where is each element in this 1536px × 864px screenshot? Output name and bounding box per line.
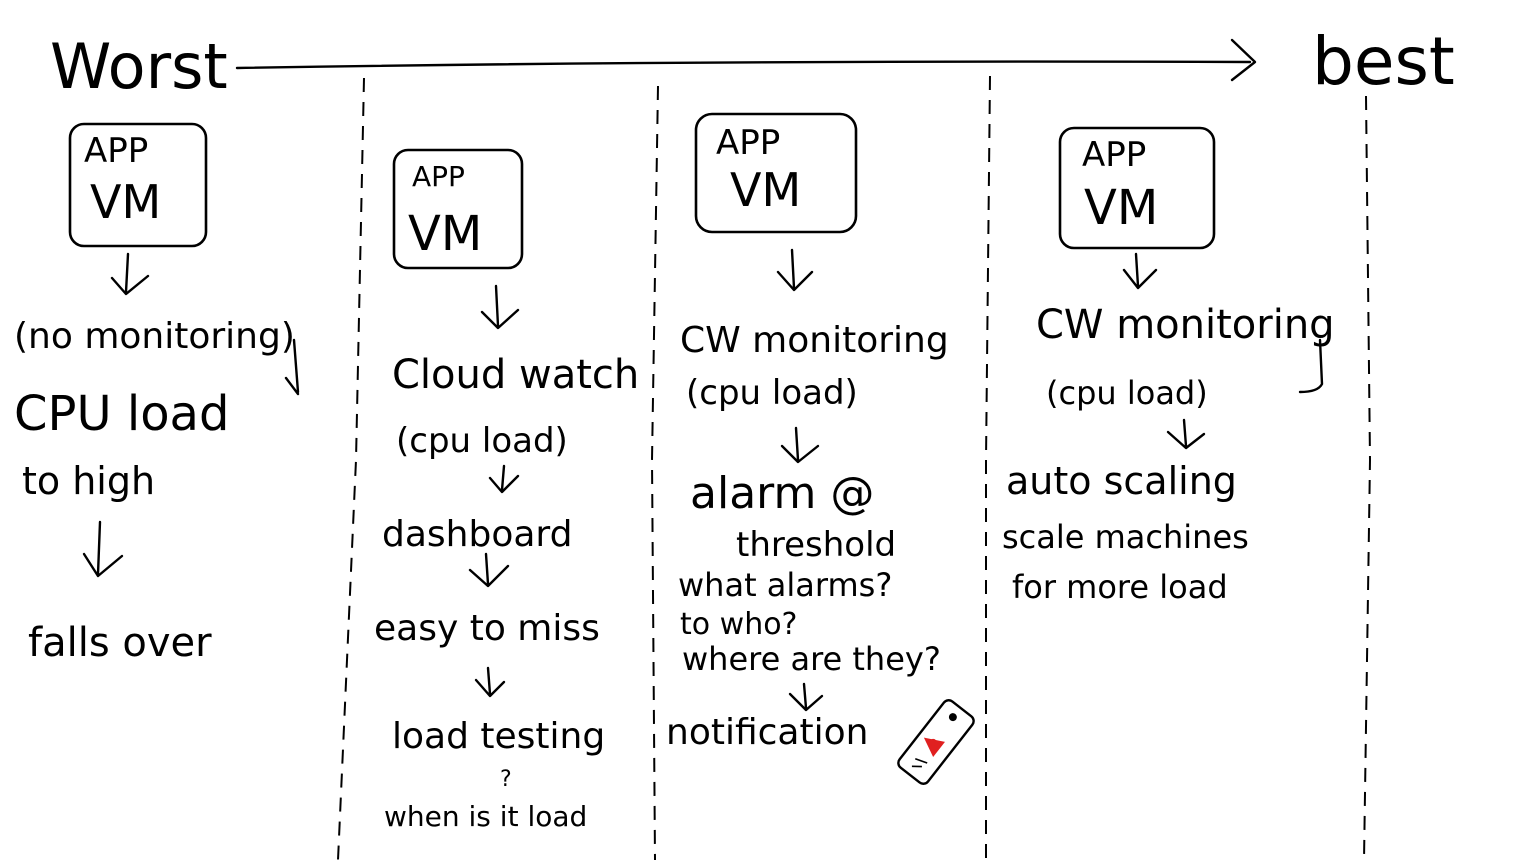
- hook-arrow-icon: [1298, 338, 1324, 394]
- down-arrow-icon: [110, 252, 150, 296]
- column-3: APP VM CW monitoring (cpu load) alarm @ …: [666, 112, 975, 785]
- step-text: (cpu load): [686, 373, 858, 413]
- step-text: (cpu load): [1046, 374, 1208, 412]
- app-vm-box: [694, 112, 858, 234]
- box-app-label: APP: [716, 123, 780, 163]
- down-arrow-icon: [1166, 418, 1206, 450]
- step-text: Cloud watch: [392, 352, 639, 398]
- step-text: to who?: [680, 607, 797, 642]
- scale-arrow-head: [1230, 38, 1257, 82]
- column-4: APP VM CW monitoring (cpu load) auto sca…: [1002, 126, 1335, 606]
- step-text: CW monitoring: [1036, 302, 1335, 348]
- step-text: threshold: [736, 525, 896, 565]
- column-1: APP VM (no monitoring) CPU load to high …: [14, 122, 300, 666]
- down-arrow-icon: [1122, 252, 1158, 290]
- column-divider-1: [337, 77, 365, 861]
- column-divider-2: [650, 85, 659, 861]
- step-text: scale machines: [1002, 518, 1249, 556]
- phone-alert-icon: [897, 699, 975, 785]
- column-divider-4: [1363, 95, 1372, 861]
- step-text: what alarms?: [678, 566, 892, 604]
- hook-arrow-icon: [284, 338, 300, 396]
- question-mark: ?: [500, 767, 512, 792]
- step-text: notification: [666, 712, 868, 753]
- down-arrow-icon: [488, 464, 520, 494]
- step-text: falls over: [28, 620, 212, 666]
- step-text: auto scaling: [1006, 459, 1237, 503]
- step-text: (cpu load): [396, 421, 568, 461]
- step-text: CW monitoring: [680, 320, 949, 361]
- down-arrow-icon: [468, 552, 510, 588]
- step-text: (no monitoring): [14, 316, 295, 357]
- step-text: where are they?: [682, 640, 941, 678]
- step-text: dashboard: [382, 514, 572, 555]
- box-vm-label: VM: [90, 175, 161, 229]
- step-text: when is it load: [384, 800, 587, 833]
- box-app-label: APP: [84, 131, 148, 171]
- app-vm-box: [1058, 126, 1216, 250]
- down-arrow-icon: [480, 284, 520, 330]
- down-arrow-icon: [82, 520, 124, 578]
- down-arrow-icon: [474, 666, 506, 698]
- box-vm-label: VM: [730, 163, 801, 217]
- worst-label: Worst: [50, 30, 228, 103]
- step-text: load testing: [392, 716, 605, 757]
- column-2: APP VM Cloud watch (cpu load) dashboard …: [374, 148, 639, 833]
- step-text: for more load: [1012, 568, 1228, 606]
- down-arrow-icon: [788, 682, 824, 712]
- step-text: CPU load: [14, 386, 229, 442]
- best-label: best: [1312, 23, 1455, 100]
- app-vm-box: [392, 148, 524, 270]
- down-arrow-icon: [776, 248, 814, 292]
- box-vm-label: VM: [1084, 180, 1158, 236]
- step-text: easy to miss: [374, 608, 600, 649]
- column-divider-3: [985, 75, 991, 860]
- box-app-label: APP: [412, 160, 465, 193]
- down-arrow-icon: [780, 426, 820, 464]
- step-text: alarm @: [690, 468, 874, 519]
- scale-arrow-line: [235, 60, 1252, 70]
- box-app-label: APP: [1082, 135, 1146, 175]
- box-vm-label: VM: [408, 206, 482, 262]
- step-text: to high: [22, 459, 155, 503]
- app-vm-box: [68, 122, 208, 248]
